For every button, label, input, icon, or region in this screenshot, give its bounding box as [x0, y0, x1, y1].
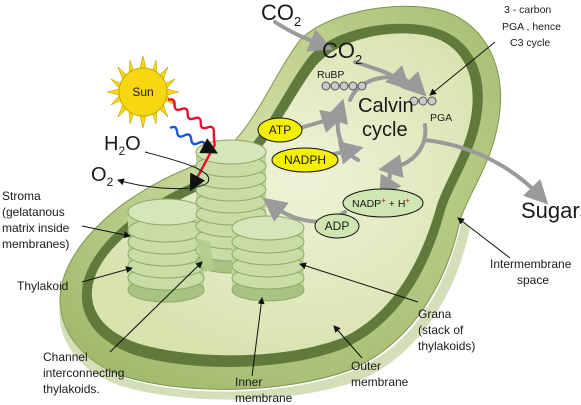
outer-label-1: Outer [351, 359, 381, 373]
c3-note-2: PGA , hence [502, 21, 561, 33]
intermembrane-label-2: space [517, 273, 549, 287]
c3-note-3: C3 cycle [510, 37, 550, 49]
inner-leader [251, 297, 265, 377]
nadph-oval: NADPH [271, 147, 339, 173]
grana-leader [299, 262, 419, 303]
calvin-label-1: Calvin [358, 95, 414, 117]
h2o-label: H2O [104, 133, 141, 158]
calvin-label-2: cycle [362, 119, 408, 141]
stroma-label-2: (gelatanous [2, 205, 65, 219]
stroma-label-3: matrix inside [2, 221, 70, 235]
svg-text:NADPH: NADPH [284, 153, 326, 167]
rubp-label: RuBP [317, 69, 344, 81]
co2-inner-label: CO2 [322, 38, 362, 67]
pga-beads [409, 96, 437, 106]
svg-text:NADP+ + H+: NADP+ + H+ [352, 196, 410, 210]
svg-text:ATP: ATP [269, 123, 291, 137]
c3-note-1: 3 - carbon [504, 4, 551, 16]
co2-to-cycle-arrow [353, 60, 411, 91]
outer-label-2: membrane [351, 375, 409, 389]
channel-label-1: Channel [43, 350, 88, 364]
intermembrane-leader [457, 217, 511, 259]
o2-label: O2 [91, 164, 114, 189]
thylakoid-leader [81, 266, 133, 283]
sugars-label: Sugars [521, 198, 581, 223]
atp-to-cycle-arrow [298, 109, 346, 133]
h2o-o2-loop [117, 151, 210, 189]
nadp-oval: NADP+ + H+ [342, 188, 424, 218]
thylakoid-label: Thylakoid [17, 279, 68, 293]
blue-light-wave [169, 125, 219, 154]
red-light-wave [167, 98, 216, 192]
intermembrane-label-1: Intermembrane [490, 257, 572, 271]
inner-label-1: Inner [235, 375, 262, 389]
c3-note-leader [429, 41, 496, 96]
stroma-label-1: Stroma [2, 189, 41, 203]
co2-arrow [273, 20, 334, 52]
grana-label-1: Grana [418, 307, 452, 321]
granum-right [231, 215, 305, 302]
grana-label-3: thylakoids) [418, 339, 475, 353]
stroma-label-4: membranes) [2, 237, 69, 251]
granum-left [127, 198, 205, 303]
channel-thylakoid [196, 238, 214, 272]
channel-label-3: thylakoids. [43, 382, 100, 396]
channel-label-2: interconnecting [43, 366, 124, 380]
sugars-arrow [423, 138, 549, 205]
pga-label: PGA [430, 112, 452, 124]
stroma-leader [81, 225, 131, 239]
svg-text:Sun: Sun [132, 85, 153, 99]
sun-icon: Sun [106, 55, 180, 129]
svg-text:ADP: ADP [325, 219, 350, 233]
inner-label-2: membrane [235, 391, 293, 405]
co2-top-label: CO2 [261, 0, 301, 29]
outer-leader [333, 325, 363, 359]
channel-leader [109, 261, 203, 353]
rubp-beads [321, 81, 367, 91]
atp-oval: ATP [257, 117, 303, 143]
adp-oval: ADP [314, 213, 360, 239]
grana-label-2: (stack of [418, 323, 464, 337]
